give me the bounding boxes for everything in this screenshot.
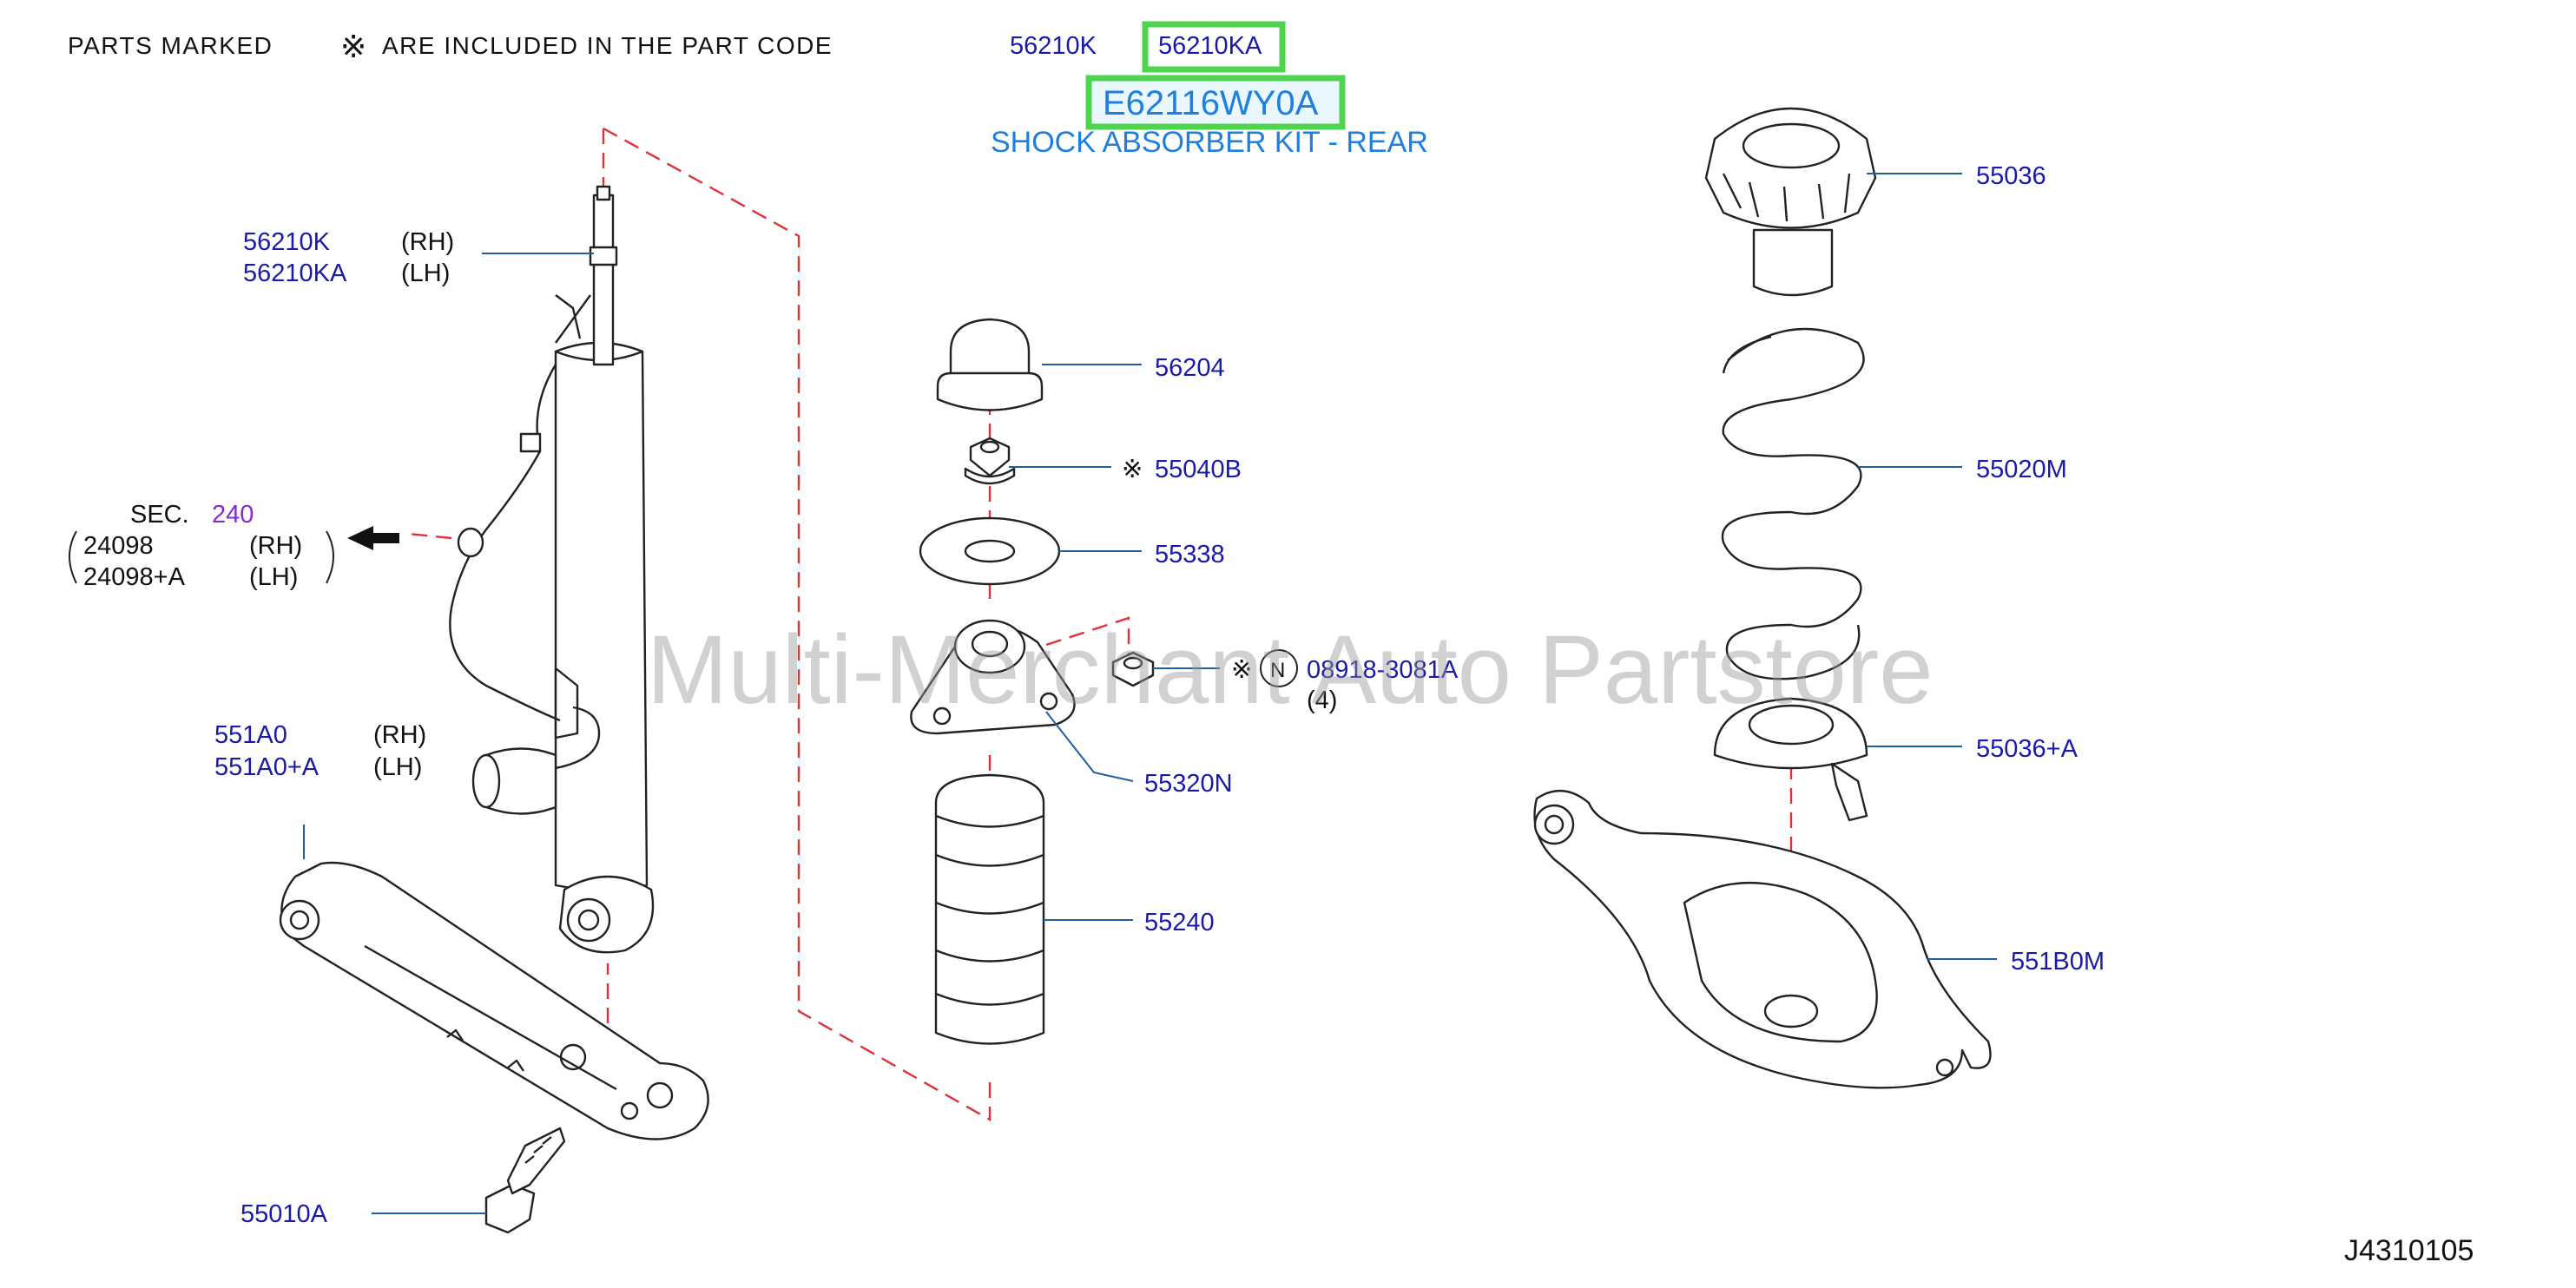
upper-seat-illustration (1704, 107, 1877, 297)
label-link-lh-code[interactable]: 551A0+A (214, 753, 320, 781)
label-sec-number[interactable]: 240 (212, 501, 254, 529)
label-nut[interactable]: 55040B (1155, 456, 1242, 483)
kit-code[interactable]: E62116WY0A (1103, 84, 1319, 122)
right-bracket (326, 530, 334, 584)
lower-arm-illustration (1533, 789, 1992, 1089)
label-mount-nut-mark: ※ (1231, 656, 1252, 684)
kit-name: SHOCK ABSORBER KIT - REAR (991, 126, 1428, 159)
header-included-text: ARE INCLUDED IN THE PART CODE (382, 32, 833, 59)
label-upper-seat[interactable]: 55036 (1976, 162, 2046, 190)
label-lower-arm[interactable]: 551B0M (2011, 948, 2105, 976)
label-link-rh-side: (RH) (373, 721, 426, 749)
mount-nut-illustration (1111, 651, 1155, 687)
label-harness-rh-side: (RH) (249, 532, 302, 560)
label-bump-stop[interactable]: 55240 (1144, 909, 1215, 936)
label-shock-lh-side: (LH) (401, 260, 450, 287)
watermark: Multi-Merchant Auto Partstore (647, 615, 1933, 724)
mount-illustration (910, 619, 1076, 735)
header-code-1[interactable]: 56210K (1010, 32, 1097, 60)
lower-seat-illustration (1713, 697, 1868, 822)
label-nut-mark: ※ (1122, 456, 1143, 483)
label-shock-lh-code[interactable]: 56210KA (243, 260, 347, 287)
label-shock-rh-code[interactable]: 56210K (243, 228, 331, 256)
label-bump-cap[interactable]: 56204 (1155, 354, 1225, 382)
label-spring[interactable]: 55020M (1976, 456, 2067, 483)
label-lower-seat[interactable]: 55036+A (1976, 735, 2079, 763)
label-link-rh-code[interactable]: 551A0 (214, 721, 287, 749)
header-parts-marked: PARTS MARKED (68, 32, 273, 59)
label-mount-nut-circle: N (1270, 659, 1285, 682)
label-sec: SEC. (130, 501, 189, 529)
label-shock-rh-side: (RH) (401, 228, 454, 256)
mark-symbol: ※ (340, 29, 366, 64)
label-harness-lh-side: (LH) (249, 563, 298, 591)
sec-arrow-icon (347, 526, 399, 550)
highlight-box-code-2 (1142, 21, 1286, 73)
label-harness-lh-code: 24098+A (83, 563, 186, 591)
label-washer[interactable]: 55338 (1155, 541, 1225, 568)
leader-lines (303, 173, 1997, 1214)
label-bolt[interactable]: 55010A (240, 1200, 328, 1228)
left-bracket (69, 530, 77, 584)
bolt-illustration (484, 1127, 566, 1234)
label-mount[interactable]: 55320N (1144, 770, 1233, 798)
washer-illustration (919, 516, 1061, 586)
label-link-lh-side: (LH) (373, 753, 422, 781)
lower-link-illustration (279, 861, 709, 1140)
label-mount-nut-qty: (4) (1307, 687, 1337, 714)
label-harness-rh-code: 24098 (83, 532, 154, 560)
bump-stop-illustration (934, 773, 1045, 1045)
shock-absorber-illustration (449, 185, 655, 954)
label-mount-nut[interactable]: 08918-3081A (1307, 656, 1459, 684)
circle-n-icon (1260, 649, 1298, 687)
header-code-2[interactable]: 56210KA (1158, 32, 1262, 60)
bump-cap-illustration (936, 318, 1044, 411)
coil-spring-illustration (1721, 327, 1865, 680)
highlight-box-kit (1085, 75, 1346, 130)
diagram-id: J4310105 (2344, 1234, 2474, 1267)
nut-illustration (964, 437, 1016, 485)
